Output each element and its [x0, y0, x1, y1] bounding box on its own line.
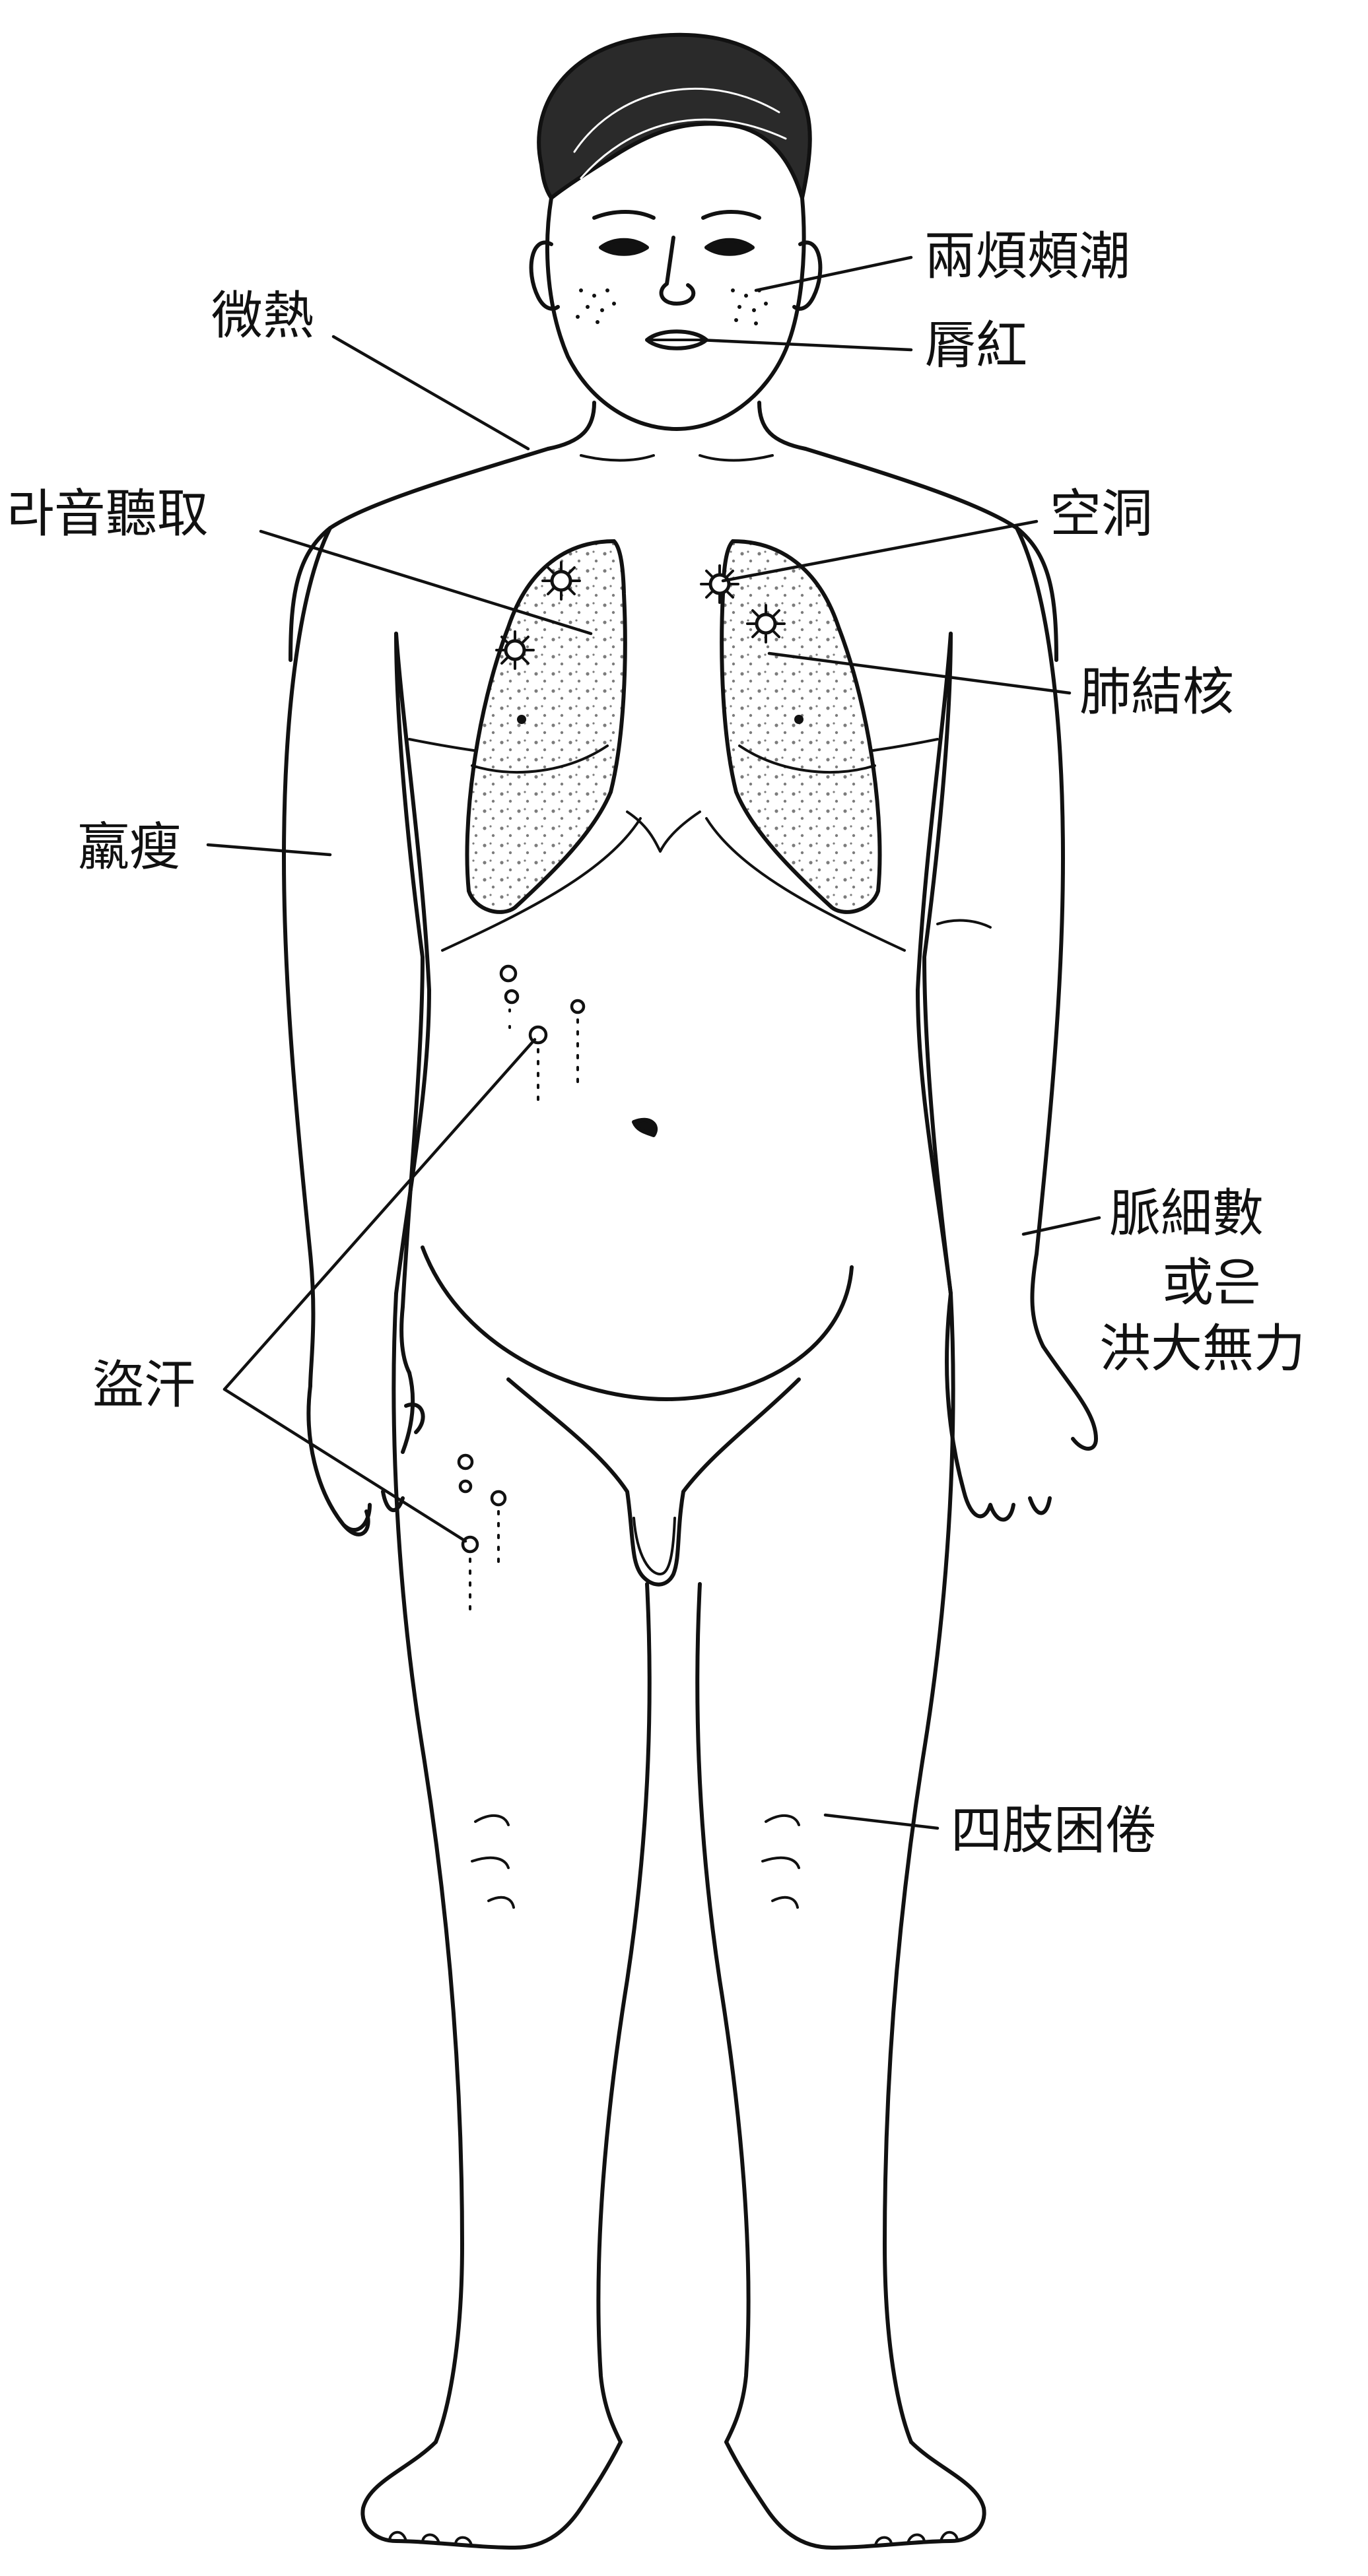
- label-tuberculosis: 肺結核: [1079, 663, 1234, 722]
- right-arm: [922, 526, 1065, 1348]
- navel: [632, 1117, 658, 1137]
- human-body-figure: [282, 32, 1098, 2550]
- right-leg: [695, 1292, 955, 2444]
- torso-outline: [289, 447, 1058, 662]
- left-arm: [282, 526, 425, 1388]
- label-low-fever: 微熱: [211, 286, 314, 346]
- label-limb-fatigue: 四肢困倦: [951, 1801, 1157, 1861]
- label-pulse-line-3: 洪大無力: [1099, 1319, 1305, 1379]
- lesion-star: [541, 561, 581, 601]
- right-foot: [724, 2440, 986, 2550]
- hair: [537, 32, 812, 200]
- left-ear: [529, 240, 560, 311]
- label-emaciation: 羸瘦: [78, 818, 181, 877]
- right-eye: [704, 238, 755, 256]
- nose: [659, 236, 696, 306]
- right-cheek-flush: [731, 288, 768, 325]
- lesion-star: [495, 630, 535, 670]
- label-red-lips: 脣紅: [924, 316, 1027, 376]
- underwear: [506, 1377, 801, 1587]
- right-ear: [792, 240, 823, 311]
- left-leg: [392, 1292, 652, 2444]
- label-pulse-line-1: 脈細數: [1109, 1184, 1264, 1243]
- cavity-star: [746, 604, 786, 644]
- sweat-drops-thigh: [457, 1453, 507, 1612]
- symptom-labels: 兩煩頰潮 脣紅 微熱 라音聽取 空洞 肺結核 羸瘦 脈細數 或은 洪大無力 盜汗…: [7, 227, 1305, 1861]
- neck: [546, 401, 596, 451]
- leader-lines: [206, 255, 1101, 1830]
- label-rales: 라音聽取: [7, 484, 209, 544]
- head-outline: [545, 196, 806, 431]
- label-night-sweat: 盜汗: [92, 1356, 195, 1415]
- left-hand: [306, 1371, 425, 1536]
- sweat-drops-abdomen: [499, 964, 586, 1104]
- left-cheek-flush: [576, 288, 616, 324]
- label-cavity: 空洞: [1050, 484, 1153, 544]
- right-hand: [945, 1292, 1098, 1522]
- label-cheek-flush: 兩煩頰潮: [924, 227, 1130, 286]
- cavity-star: [700, 564, 739, 604]
- label-pulse-line-2: 或은: [1162, 1253, 1261, 1313]
- left-eye: [599, 238, 649, 256]
- left-foot: [360, 2440, 623, 2550]
